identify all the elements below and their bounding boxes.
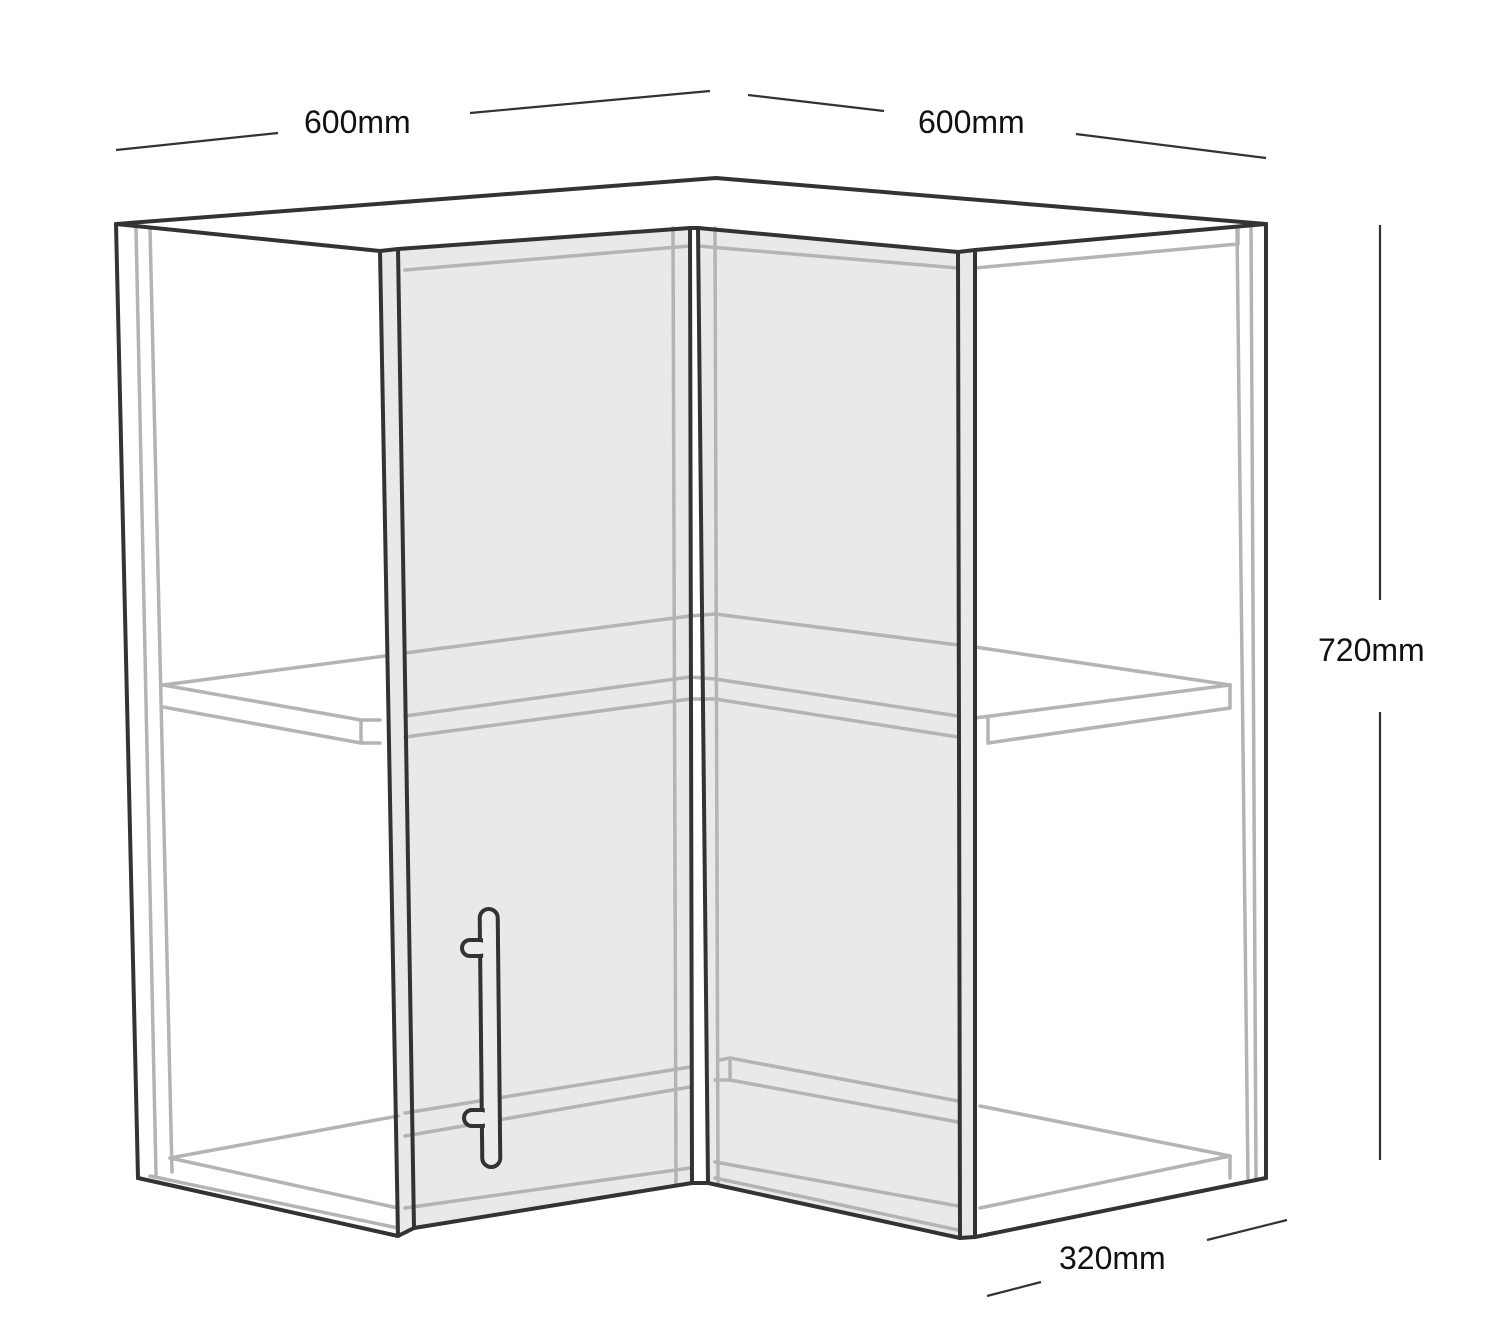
dimline-depth-b bbox=[1206, 1218, 1288, 1242]
door-left-panel bbox=[398, 228, 692, 1228]
dimension-width-left: 600mm bbox=[304, 104, 411, 140]
dimension-lines bbox=[115, 89, 1382, 1298]
dimension-width-right: 600mm bbox=[918, 104, 1025, 140]
door-right-panel bbox=[698, 228, 972, 1238]
dimension-depth: 320mm bbox=[1059, 1240, 1166, 1276]
right-front-edge bbox=[958, 250, 975, 1238]
dimension-height: 720mm bbox=[1318, 632, 1425, 668]
dimline-left-width-a bbox=[115, 131, 279, 152]
left-outer-edge bbox=[114, 222, 140, 1180]
left-top-edge bbox=[114, 222, 1268, 254]
dimline-right-width-b bbox=[1075, 132, 1267, 160]
top-panel-edge bbox=[114, 176, 1268, 226]
left-front-edge bbox=[380, 249, 414, 1236]
dimline-left-width-b bbox=[469, 89, 711, 115]
cabinet-outline bbox=[114, 176, 1268, 1240]
door-panels bbox=[380, 228, 975, 1238]
inner-lines bbox=[134, 226, 1258, 1232]
dimline-depth-a bbox=[986, 1280, 1042, 1298]
door-handle[interactable] bbox=[460, 907, 503, 1169]
dimline-right-width-a bbox=[747, 93, 885, 113]
bottom-edge bbox=[136, 1176, 1268, 1240]
